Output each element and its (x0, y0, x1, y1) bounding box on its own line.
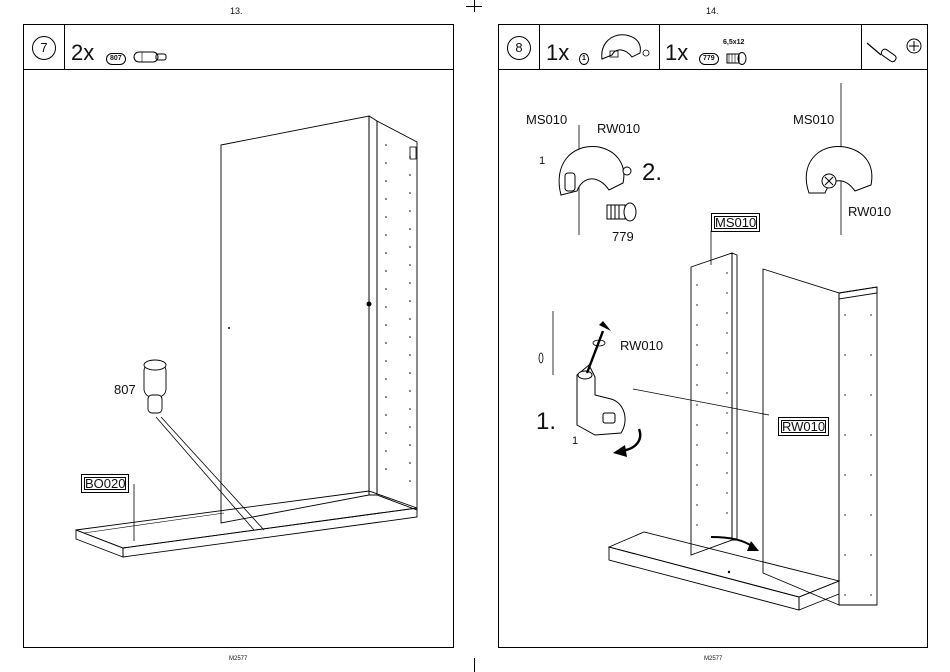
label-part-bo020: BO020 (81, 474, 129, 493)
label-screw-779: 779 (612, 229, 634, 244)
label-rw010-box: RW010 (778, 417, 829, 436)
label-ms010-detail-right: MS010 (793, 112, 834, 127)
wall-bracket-step-1 (577, 365, 625, 435)
page-number-left: 13. (230, 6, 243, 16)
footer-code-left: M2577 (229, 656, 247, 662)
wall-bracket-detail-right (806, 147, 872, 193)
wall-bracket-detail-left (559, 147, 631, 195)
label-ms010-detail-left: MS010 (526, 112, 567, 127)
label-part-1-top: 1 (539, 155, 545, 167)
footer-code-right: M2577 (704, 656, 722, 662)
screw-779 (607, 203, 636, 221)
instruction-panel-step-8: 8 1x 1 1x 779 6,5x12 (498, 24, 928, 648)
label-rw010-mid: RW010 (620, 338, 663, 353)
dowel-807 (144, 360, 166, 413)
label-rw010-detail-right: RW010 (848, 204, 891, 219)
cabinet-assembly-drawing (24, 25, 455, 649)
crop-mark-top-h (466, 6, 482, 7)
label-part-1-mid: 1 (572, 435, 578, 447)
instruction-panel-step-7: 7 2x 807 (23, 24, 454, 648)
page-number-right: 14. (706, 6, 719, 16)
label-part-807: 807 (114, 382, 136, 397)
label-step-2: 2. (642, 159, 662, 187)
label-step-1: 1. (536, 408, 556, 436)
label-rw010-detail-left: RW010 (597, 121, 640, 136)
crop-mark-bottom (474, 658, 475, 672)
label-ms010-box: MS010 (711, 213, 760, 232)
